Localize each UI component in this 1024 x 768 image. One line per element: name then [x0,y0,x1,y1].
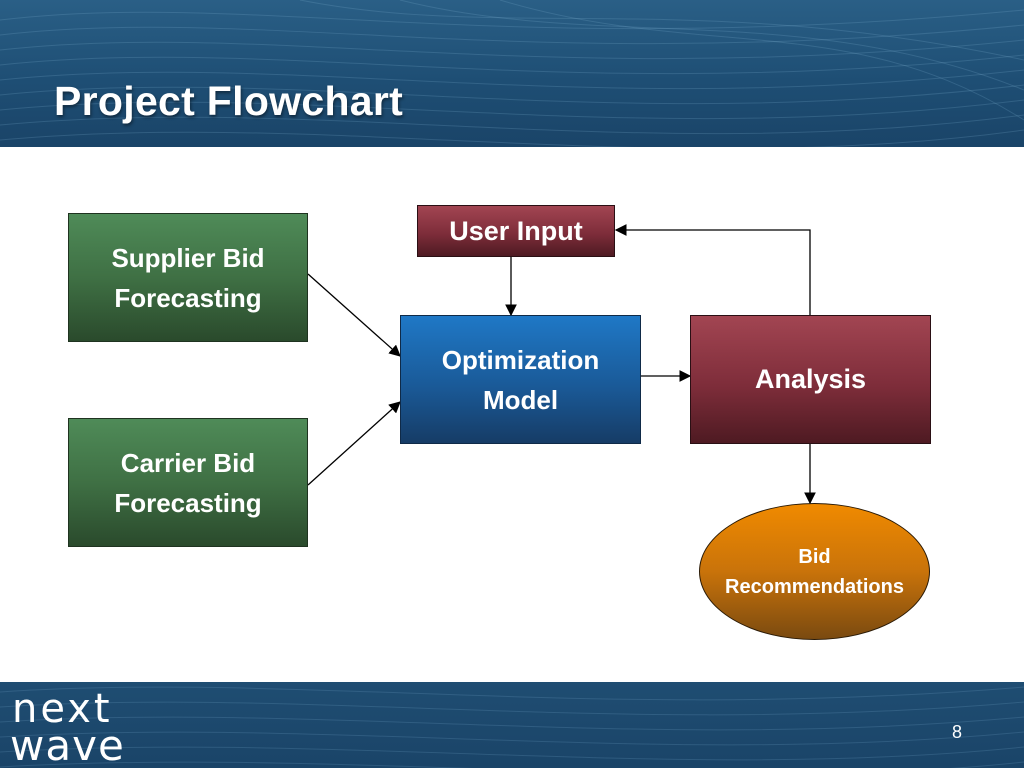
footer-wave-pattern [0,686,1024,768]
node-analysis-label: Analysis [754,364,867,394]
arrow-supplier-to-optimization [307,273,401,357]
node-analysis: Analysis [690,315,931,444]
page-number: 8 [951,722,962,742]
arrow-analysis-to-userinput [614,224,811,315]
header-banner: Project Flowchart [0,0,1024,147]
node-user-input: User Input [417,205,615,257]
node-user-input-label: User Input [449,215,583,246]
arrow-carrier-to-optimization [307,401,401,486]
footer-banner [0,682,1024,768]
logo-line-wave: wave [10,721,125,764]
nextwave-logo: next wave [10,688,125,764]
logo-line-next: next [12,688,113,732]
wave-pattern [0,0,1024,147]
page-title: Project Flowchart [54,78,404,124]
